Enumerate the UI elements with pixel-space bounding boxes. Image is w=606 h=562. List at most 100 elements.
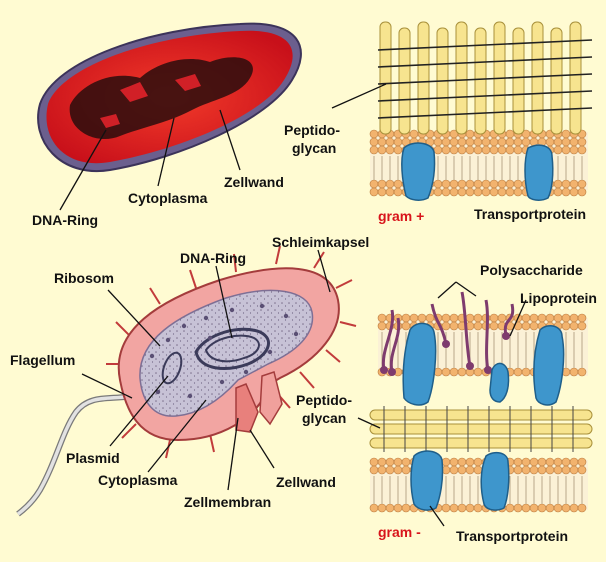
label-zellmembran: Zellmembran (184, 494, 271, 510)
lipid-head (378, 504, 386, 512)
lipid-head (538, 466, 546, 474)
lipid-head (562, 146, 570, 154)
label-lipoprotein: Lipoprotein (520, 290, 597, 306)
lipid-head (450, 504, 458, 512)
lipid-head (562, 314, 570, 322)
lipid-head (378, 180, 386, 188)
lipid-head (442, 504, 450, 512)
lipid-head (442, 314, 450, 322)
lipid-head (506, 130, 514, 138)
lipid-head (514, 146, 522, 154)
lipid-head (538, 504, 546, 512)
lipid-head (442, 322, 450, 330)
lipid-head (466, 458, 474, 466)
lipid-head (562, 130, 570, 138)
lipid-head (570, 504, 578, 512)
lipid-head (578, 180, 586, 188)
lipid-head (506, 138, 514, 146)
label-peptidoglycan-bottom-line2: glycan (302, 410, 346, 426)
lipid-head (386, 146, 394, 154)
lipid-head (578, 504, 586, 512)
lipid-head (522, 138, 530, 146)
lipid-head (570, 458, 578, 466)
lipid-head (570, 368, 578, 376)
ribosome-dot (294, 332, 298, 336)
lipid-head (458, 466, 466, 474)
label-cytoplasma-top: Cytoplasma (128, 190, 207, 206)
lipid-head (442, 188, 450, 196)
label-zellwand-bottom: Zellwand (276, 474, 336, 490)
label-gram-positive: gram + (378, 208, 424, 224)
lipid-head (370, 146, 378, 154)
pilus (336, 280, 352, 288)
lipid-head (458, 180, 466, 188)
lipid-head (538, 314, 546, 322)
transport-protein-shape (534, 326, 564, 405)
peptidoglycan-rod (399, 28, 410, 134)
transport-protein-shape (525, 145, 553, 200)
peptidoglycan-rod (370, 410, 592, 420)
label-flagellum: Flagellum (10, 352, 75, 368)
lipid-head (450, 458, 458, 466)
lipid-head (562, 322, 570, 330)
lipid-head (394, 146, 402, 154)
lipid-head (578, 322, 586, 330)
lipid-head (426, 314, 434, 322)
peptidoglycan-rod (456, 22, 467, 134)
lipid-head (450, 180, 458, 188)
lipid-head (394, 188, 402, 196)
label-plasmid: Plasmid (66, 450, 120, 466)
label-dna-ring-bottom: DNA-Ring (180, 250, 246, 266)
pilus (300, 372, 314, 388)
lipid-head (506, 180, 514, 188)
lipid-head (386, 466, 394, 474)
lipid-head (474, 188, 482, 196)
ribosome-dot (166, 338, 170, 342)
lipid-head (378, 466, 386, 474)
lipid-head (562, 188, 570, 196)
lipid-head (482, 188, 490, 196)
bacterium-micrograph (38, 24, 301, 171)
lipid-head (386, 458, 394, 466)
lipid-head (546, 504, 554, 512)
lipid-head (394, 504, 402, 512)
lipid-head (554, 314, 562, 322)
peptidoglycan-rod (370, 424, 592, 434)
lipid-head (458, 368, 466, 376)
lipid-head (506, 188, 514, 196)
lipid-head (442, 180, 450, 188)
lipid-head (554, 458, 562, 466)
peptidoglycan-rod (551, 28, 562, 134)
lipid-head (522, 368, 530, 376)
lipid-head (498, 314, 506, 322)
lipid-head (450, 138, 458, 146)
lipid-head (554, 146, 562, 154)
lipid-head (570, 180, 578, 188)
lipid-head (562, 138, 570, 146)
lipid-head (458, 138, 466, 146)
lipid-head (570, 146, 578, 154)
ribosome-dot (188, 394, 192, 398)
label-ribosom: Ribosom (54, 270, 114, 286)
transport-protein-shape (481, 453, 509, 510)
lipid-head (442, 146, 450, 154)
pilus (122, 424, 136, 438)
peptidoglycan-rod (475, 28, 486, 134)
lipid-head (538, 458, 546, 466)
label-peptidoglycan-bottom-line1: Peptido- (296, 392, 352, 408)
lipid-head (514, 188, 522, 196)
lipid-head (450, 322, 458, 330)
lipid-head (554, 466, 562, 474)
label-peptidoglycan-top-line1: Peptido- (284, 122, 340, 138)
lipid-head (370, 466, 378, 474)
lipid-head (402, 504, 410, 512)
lipid-head (474, 368, 482, 376)
lipid-head (482, 180, 490, 188)
lipid-head (490, 146, 498, 154)
label-cytoplasma-bottom: Cytoplasma (98, 472, 177, 488)
lipid-head (554, 188, 562, 196)
lipid-head (394, 466, 402, 474)
lipid-head (578, 368, 586, 376)
lipid-head (498, 180, 506, 188)
lipid-head (474, 314, 482, 322)
